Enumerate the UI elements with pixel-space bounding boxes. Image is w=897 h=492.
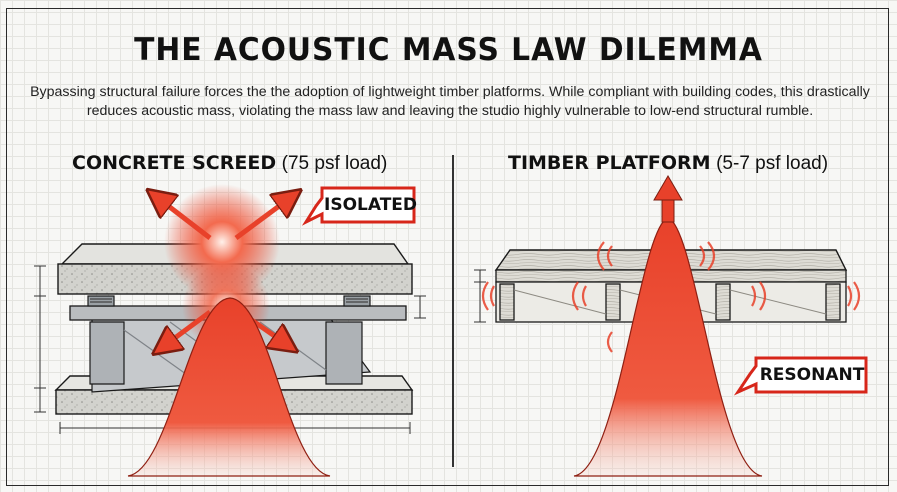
concrete-load: (75 psf load) xyxy=(281,153,388,174)
timber-dimension-line xyxy=(474,269,486,323)
timber-heading: TIMBER PLATFORM xyxy=(508,152,711,174)
timber-load: (5-7 psf load) xyxy=(716,153,829,174)
isolated-callout-label: ISOLATED xyxy=(324,195,418,215)
diagram-frame xyxy=(6,8,889,486)
isolation-springs xyxy=(87,295,371,307)
concrete-assembly xyxy=(34,184,426,477)
concrete-panel-title: CONCRETE SCREED (75 psf load) xyxy=(72,152,387,175)
concrete-heading: CONCRETE SCREED xyxy=(72,152,277,174)
timber-panel-title: TIMBER PLATFORM (5-7 psf load) xyxy=(508,152,828,175)
vibration-marks xyxy=(481,241,861,353)
resonant-callout xyxy=(733,356,868,396)
isolated-callout xyxy=(301,186,416,226)
timber-assembly xyxy=(474,175,868,477)
transmitted-energy-arrow xyxy=(653,175,683,223)
page-subtitle: Bypassing structural failure forces the … xyxy=(30,84,870,119)
resonant-callout-label: RESONANT xyxy=(759,365,865,385)
page-title: THE ACOUSTIC MASS LAW DILEMMA xyxy=(134,32,763,68)
reflected-energy-arrows xyxy=(158,198,290,346)
panel-divider xyxy=(452,155,454,467)
concrete-sound-wave xyxy=(127,297,331,477)
